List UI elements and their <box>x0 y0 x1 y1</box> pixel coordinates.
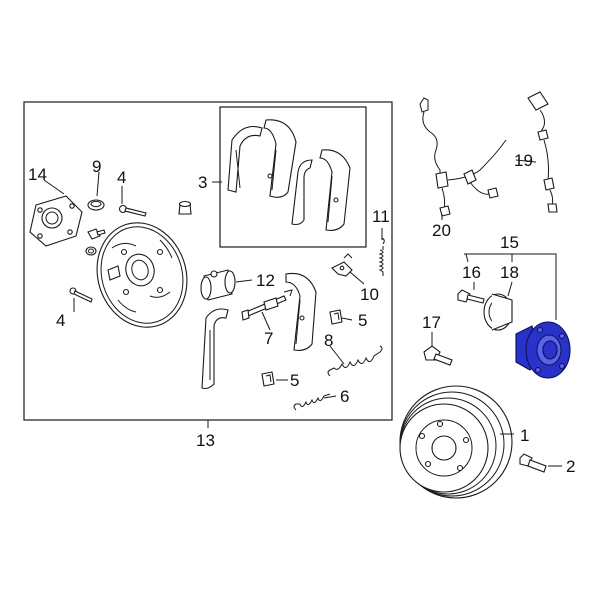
callout-2: 2 <box>566 457 575 476</box>
callout-12: 12 <box>256 271 275 290</box>
shoe-clip-upper-part <box>329 309 343 325</box>
callout-5-upper: 5 <box>358 311 367 330</box>
abs-wheel-speed-sensor-part <box>527 91 558 213</box>
callout-13: 13 <box>196 431 215 450</box>
callout-11: 11 <box>372 207 390 226</box>
retainer-spring-part <box>293 393 331 411</box>
brake-shoe-kit-part <box>227 119 351 231</box>
mounting-bolt-part <box>423 345 453 366</box>
callout-4-upper: 4 <box>117 168 126 187</box>
backing-plate-part <box>96 222 188 328</box>
callout-9: 9 <box>92 157 101 176</box>
callout-1: 1 <box>520 426 529 445</box>
brake-drum-part <box>399 385 513 499</box>
backing-gasket-part <box>29 195 83 247</box>
hub-bolt-part <box>457 289 485 304</box>
return-spring-upper-part <box>378 237 385 276</box>
callout-10: 10 <box>360 285 379 304</box>
bleeder-bolt-part <box>87 228 106 240</box>
abs-sensor-harness-part <box>419 97 507 217</box>
callout-18: 18 <box>500 263 519 282</box>
callout-8: 8 <box>324 331 333 350</box>
return-spring-lower-part <box>327 345 383 377</box>
callout-14: 14 <box>28 165 47 184</box>
callout-6: 6 <box>340 387 349 406</box>
callout-16: 16 <box>462 263 481 282</box>
shoe-clip-lower-part <box>261 371 275 387</box>
brake-shoe-kit-box <box>219 106 367 248</box>
callout-3: 3 <box>198 173 207 192</box>
wheel-cylinder-part <box>200 269 236 301</box>
callout-7: 7 <box>264 329 273 348</box>
callout-15: 15 <box>500 233 519 252</box>
leader-lines <box>43 159 562 467</box>
spacer-part <box>85 246 97 256</box>
callout-19: 19 <box>514 151 533 170</box>
hold-down-pin-lower-part <box>69 287 93 303</box>
adjuster-lever-part <box>331 253 353 277</box>
callout-17: 17 <box>422 313 441 332</box>
callout-5-lower: 5 <box>290 371 299 390</box>
hold-down-pin-upper-part <box>118 204 147 217</box>
wheel-bolt-part <box>519 453 547 473</box>
dust-cap-part <box>178 200 192 215</box>
lower-brake-shoes-part <box>201 272 317 390</box>
callout-20: 20 <box>432 221 451 240</box>
wheel-hub-assembly-highlighted-part <box>515 321 571 379</box>
adjuster-strut-part <box>241 289 293 321</box>
callout-4-lower: 4 <box>56 311 65 330</box>
plug-part <box>87 199 105 211</box>
hub-bearing-part <box>483 293 513 331</box>
